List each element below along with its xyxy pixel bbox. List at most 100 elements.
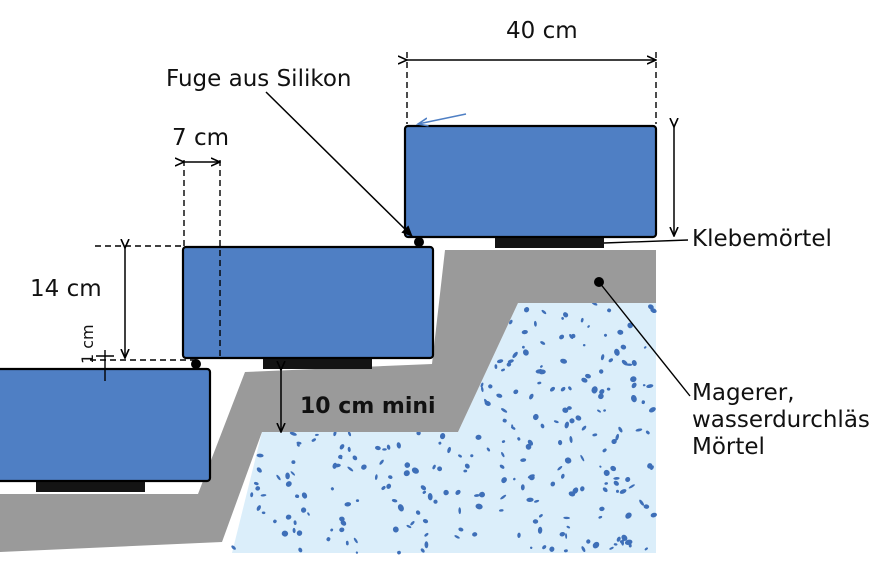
gravel-dot: [406, 524, 412, 529]
gravel-dot: [614, 348, 620, 356]
gravel-dot: [420, 485, 427, 491]
gravel-dot: [537, 381, 542, 385]
gravel-dot: [541, 309, 547, 315]
joint-leader-line: [265, 91, 413, 237]
gravel-dot: [391, 499, 398, 503]
gravel-dot: [619, 489, 627, 494]
gravel-dot: [647, 463, 653, 469]
adhesive-pad-bottom: [36, 481, 145, 492]
gravel-dot: [301, 492, 308, 499]
gravel-dot: [621, 359, 628, 366]
gravel-dot: [625, 363, 633, 366]
gravel-dot: [501, 440, 506, 443]
gravel-dot: [486, 447, 491, 452]
gravel-dot: [568, 491, 576, 497]
gravel-dot: [641, 400, 646, 405]
gravel-dot: [599, 465, 602, 468]
gravel-dot: [532, 413, 539, 421]
gravel-dot: [307, 512, 310, 516]
gravel-dot: [569, 436, 573, 443]
gravel-dot: [648, 304, 654, 310]
gravel-dot: [347, 431, 352, 437]
gravel-dot: [517, 532, 521, 538]
gravel-dot: [575, 415, 582, 421]
gravel-dot: [540, 341, 546, 345]
gravel-dot: [314, 433, 319, 436]
gravel-dot: [508, 319, 513, 325]
gravel-dot: [592, 433, 598, 437]
gravel-dot: [631, 394, 637, 403]
gravel-dot: [613, 476, 620, 480]
adhesive-pad-top: [495, 237, 604, 248]
gravel-dot: [533, 499, 540, 503]
gravel-dot: [355, 499, 360, 502]
lean-mortar-area: [232, 303, 656, 553]
gravel-dot: [496, 393, 503, 398]
gravel-dot: [261, 511, 266, 515]
gravel-dot: [621, 534, 628, 541]
gravel-dot: [522, 349, 529, 356]
bed-min-label: 10 cm mini: [300, 394, 436, 419]
gravel-dot: [540, 365, 543, 368]
gravel-dot: [427, 493, 433, 501]
gravel-dot: [386, 483, 392, 489]
gravel-dot: [344, 502, 352, 507]
gravel-dot: [521, 345, 525, 349]
concrete-bed: [0, 250, 656, 552]
gravel-dot: [494, 364, 498, 369]
gravel-dot: [260, 494, 267, 497]
gravel-dot: [567, 406, 572, 410]
gravel-dot: [646, 384, 654, 389]
mortar-label-line-3: Mörtel: [692, 434, 765, 460]
gravel-dot: [616, 536, 621, 542]
gravel-dot: [580, 317, 584, 323]
gravel-dot: [481, 386, 484, 393]
gravel-dot: [631, 382, 637, 389]
gravel-dot: [526, 497, 534, 503]
gravel-dot: [642, 384, 646, 387]
gravel-dot: [424, 541, 429, 549]
gravel-dot: [510, 426, 516, 430]
gravel-dot: [592, 541, 600, 549]
gravel-dot: [571, 333, 576, 339]
gravel-dot: [507, 359, 514, 364]
gravel-dot: [330, 487, 334, 491]
gravel-dot: [231, 545, 236, 550]
gravel-dot: [361, 464, 367, 470]
gravel-dot: [256, 467, 262, 473]
gravel-dot: [628, 484, 635, 489]
gravel-dot: [591, 386, 598, 394]
gravel-dot: [560, 473, 565, 479]
gravel-dot: [352, 455, 358, 461]
gravel-dot: [404, 462, 411, 468]
mortar-label-line-1: Magerer,: [692, 380, 795, 406]
gravel-dot: [454, 535, 460, 539]
gravel-dot: [410, 521, 415, 526]
gravel-dot: [480, 382, 484, 388]
gravel-dot: [562, 407, 569, 413]
gravel-dot: [557, 465, 563, 471]
gravel-dot: [529, 393, 534, 400]
gravel-dot: [292, 527, 296, 534]
gravel-dots: [231, 301, 657, 555]
gravel-dot: [458, 454, 462, 458]
gravel-dot: [608, 358, 614, 363]
gravel-dot: [609, 546, 614, 550]
gravel-dot: [311, 438, 317, 442]
gravel-dot: [539, 514, 543, 518]
gravel-dot: [296, 530, 303, 536]
gravel-dot: [643, 346, 647, 349]
dashed-extension-lines: [90, 52, 657, 361]
gravel-dot: [527, 474, 535, 479]
gravel-dot: [564, 421, 570, 429]
gravel-dot: [295, 494, 300, 499]
mortar-label-line-2: wasserdurchläs: [692, 407, 870, 433]
gravel-dot: [388, 475, 393, 479]
gravel-dot: [340, 520, 347, 526]
gravel-dot: [559, 531, 566, 537]
gravel-dot: [631, 359, 637, 367]
gravel-dot: [520, 458, 527, 462]
gravel-dot: [557, 440, 563, 446]
gravel-dot: [296, 443, 300, 447]
gravel-dot: [569, 333, 574, 340]
